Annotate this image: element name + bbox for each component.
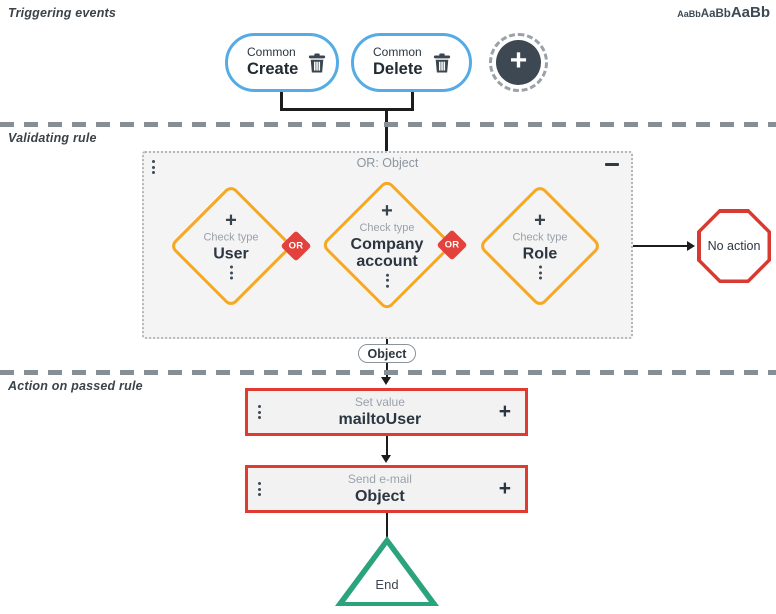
plus-icon[interactable]: +	[381, 199, 393, 222]
connector-triggers-to-rule	[385, 108, 388, 169]
or-label: OR	[288, 240, 304, 252]
action-value: Object	[354, 487, 405, 505]
end-label: End	[375, 577, 399, 592]
trigger-name-label: Delete	[373, 59, 423, 78]
arrowhead-into-send-email	[381, 455, 391, 463]
no-action-node[interactable]: No action	[697, 209, 771, 283]
action-label: Send e-mail	[347, 472, 412, 487]
end-node[interactable]: End	[335, 536, 439, 606]
font-sample-large: AaBb	[730, 4, 770, 21]
arrowhead-into-no-action	[687, 241, 695, 251]
section-label-validating-rule: Validating rule	[8, 131, 97, 145]
trigger-name-label: Create	[247, 59, 299, 78]
trash-icon[interactable]	[308, 53, 326, 73]
action-node-set-value[interactable]: Set value mailtoUser +	[245, 388, 528, 436]
node-menu-icon[interactable]	[538, 265, 542, 280]
font-size-sample: AaBb AaBb AaBb	[677, 4, 770, 21]
group-menu-icon[interactable]	[152, 160, 155, 174]
connector-setvalue-to-sendmail	[386, 435, 388, 456]
font-sample-small: AaBb	[677, 9, 701, 19]
plus-icon[interactable]: +	[225, 209, 237, 232]
connector-create-down	[280, 91, 283, 109]
check-value: Company account	[350, 235, 424, 270]
check-label: Check type	[359, 221, 415, 234]
trigger-type-label: Common	[247, 45, 296, 60]
plus-icon[interactable]: +	[498, 477, 511, 500]
node-menu-icon[interactable]	[258, 482, 261, 496]
action-node-send-email[interactable]: Send e-mail Object +	[245, 465, 528, 513]
check-label: Check type	[512, 231, 568, 244]
check-value: User	[213, 245, 249, 262]
check-value: Role	[522, 245, 558, 262]
trigger-type-label: Common	[373, 45, 422, 60]
connector-role-to-no-action	[604, 245, 688, 247]
object-type-tag[interactable]: Object	[358, 344, 416, 363]
node-menu-icon[interactable]	[229, 265, 233, 280]
end-triangle-fill	[345, 545, 429, 602]
group-title: OR: Object	[356, 156, 419, 170]
section-label-triggering-events: Triggering events	[8, 6, 117, 20]
node-menu-icon[interactable]	[258, 405, 261, 419]
connector-triggers-join	[280, 108, 414, 111]
or-label: OR	[444, 239, 460, 251]
plus-icon: +	[496, 40, 541, 85]
add-trigger-button[interactable]: +	[489, 33, 548, 92]
plus-icon[interactable]: +	[498, 400, 511, 423]
section-divider	[0, 122, 776, 127]
font-sample-medium: AaBb	[700, 8, 731, 20]
collapse-minus-icon[interactable]	[605, 163, 619, 166]
arrowhead-into-set-value	[381, 377, 391, 385]
section-divider	[0, 370, 776, 375]
check-label: Check type	[203, 231, 259, 244]
section-label-action-on-passed-rule: Action on passed rule	[8, 379, 143, 393]
no-action-label: No action	[700, 212, 768, 280]
connector-delete-down	[411, 91, 414, 109]
trash-icon[interactable]	[433, 53, 451, 73]
trigger-node-create[interactable]: Common Create	[225, 33, 339, 92]
action-label: Set value	[354, 395, 405, 410]
plus-icon[interactable]: +	[534, 209, 546, 232]
connector-sendmail-to-end	[386, 512, 388, 538]
node-menu-icon[interactable]	[385, 273, 389, 288]
action-value: mailtoUser	[338, 410, 422, 428]
trigger-node-delete[interactable]: Common Delete	[351, 33, 472, 92]
